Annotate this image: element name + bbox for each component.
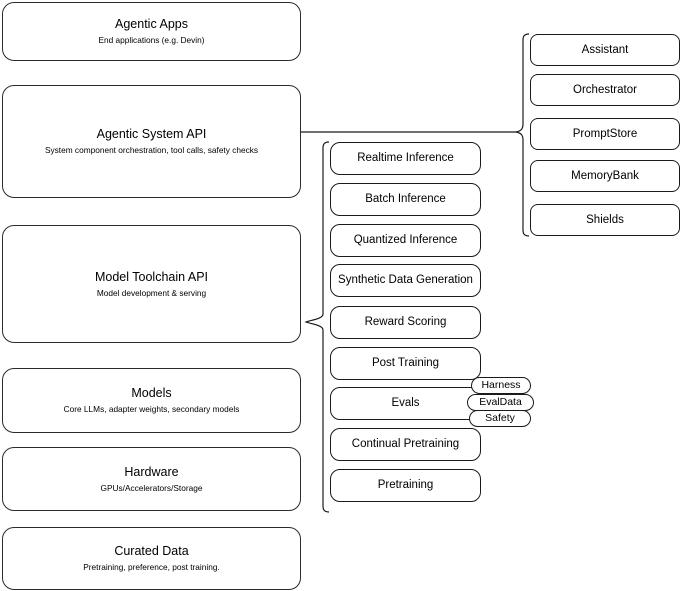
layer-subtitle: GPUs/Accelerators/Storage <box>100 482 203 493</box>
capability-label: Batch Inference <box>365 193 446 205</box>
layer-subtitle: End applications (e.g. Devin) <box>98 35 205 45</box>
layer-models[interactable]: Models Core LLMs, adapter weights, secon… <box>2 368 301 433</box>
evals-badge-harness[interactable]: Harness <box>471 377 531 394</box>
capability-continual-pretraining[interactable]: Continual Pretraining <box>330 428 481 461</box>
layer-title: Hardware <box>124 464 179 479</box>
capability-batch-inference[interactable]: Batch Inference <box>330 183 481 216</box>
layer-agentic-apps[interactable]: Agentic Apps End applications (e.g. Devi… <box>2 2 301 61</box>
layer-subtitle: Pretraining, preference, post training. <box>83 562 220 572</box>
capability-label: Reward Scoring <box>364 316 447 328</box>
layer-curated-data[interactable]: Curated Data Pretraining, preference, po… <box>2 527 301 590</box>
component-orchestrator[interactable]: Orchestrator <box>530 74 680 106</box>
layer-title: Models <box>131 386 172 400</box>
component-label: Orchestrator <box>573 83 637 96</box>
component-label: Assistant <box>581 43 629 56</box>
layer-title: Agentic System API <box>96 127 207 141</box>
component-shields[interactable]: Shields <box>530 204 680 236</box>
capability-synthetic-data-generation[interactable]: Synthetic Data Generation <box>330 264 481 297</box>
layer-title: Agentic Apps <box>115 17 188 31</box>
layer-agentic-system-api[interactable]: Agentic System API System component orch… <box>2 85 301 198</box>
capability-label: Post Training <box>371 357 440 369</box>
capability-label: Quantized Inference <box>353 234 458 246</box>
layer-subtitle: System component orchestration, tool cal… <box>44 145 259 155</box>
capability-label: Continual Pretraining <box>351 438 460 450</box>
capability-reward-scoring[interactable]: Reward Scoring <box>330 306 481 339</box>
layer-hardware[interactable]: Hardware GPUs/Accelerators/Storage <box>2 447 301 511</box>
toolchain-capabilities-brace <box>304 141 330 513</box>
system-components-brace <box>515 33 530 237</box>
component-memorybank[interactable]: MemoryBank <box>530 160 680 192</box>
capability-post-training[interactable]: Post Training <box>330 347 481 380</box>
component-label: MemoryBank <box>571 169 639 182</box>
capability-label: Synthetic Data Generation <box>338 274 473 286</box>
component-assistant[interactable]: Assistant <box>530 34 680 66</box>
layer-subtitle: Model development & serving <box>96 287 207 298</box>
component-label: PromptStore <box>572 127 638 140</box>
capability-realtime-inference[interactable]: Realtime Inference <box>330 142 481 175</box>
evals-badge-evaldata[interactable]: EvalData <box>467 394 534 411</box>
capability-quantized-inference[interactable]: Quantized Inference <box>330 224 481 257</box>
layer-model-toolchain-api[interactable]: Model Toolchain API Model development & … <box>2 225 301 343</box>
layer-title: Curated Data <box>114 544 189 558</box>
layer-title: Model Toolchain API <box>94 269 209 284</box>
capability-pretraining[interactable]: Pretraining <box>330 469 481 502</box>
capability-label: Evals <box>391 397 420 409</box>
capability-label: Realtime Inference <box>357 152 454 164</box>
evals-badge-safety[interactable]: Safety <box>469 410 531 427</box>
capability-evals[interactable]: Evals <box>330 387 481 420</box>
component-label: Shields <box>586 213 624 226</box>
component-promptstore[interactable]: PromptStore <box>530 118 680 150</box>
capability-label: Pretraining <box>377 479 434 491</box>
layer-subtitle: Core LLMs, adapter weights, secondary mo… <box>63 404 240 414</box>
